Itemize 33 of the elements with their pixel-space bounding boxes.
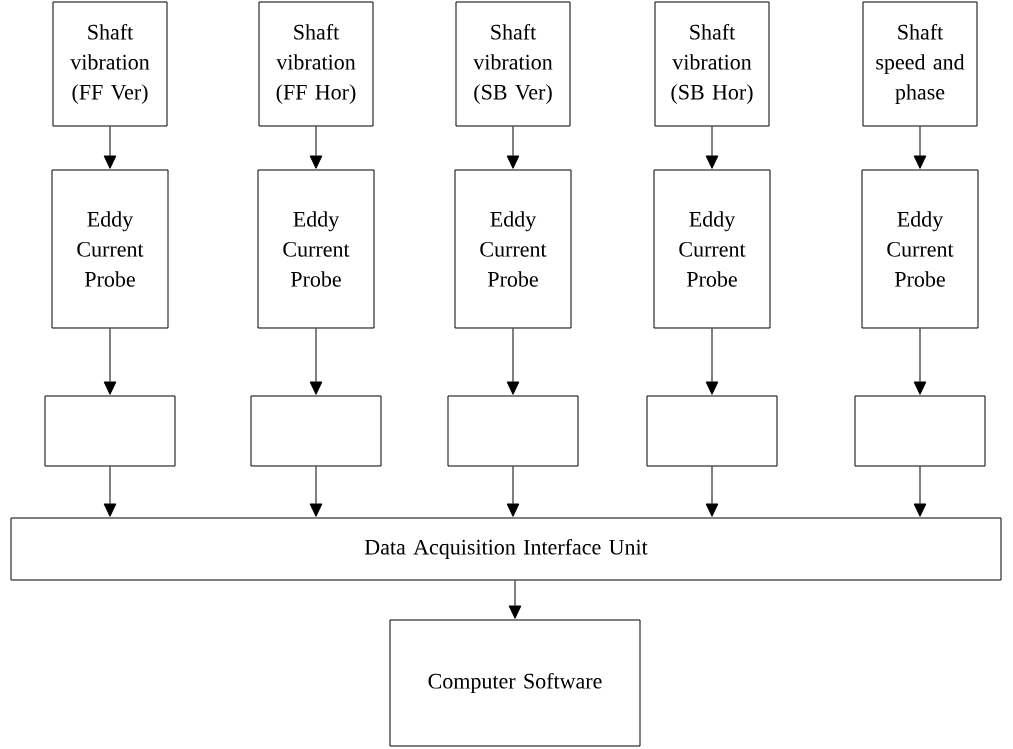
arrow xyxy=(103,466,117,517)
software-box: Computer Software xyxy=(389,619,641,747)
proximitor-box xyxy=(854,395,986,467)
arrow xyxy=(506,328,520,395)
arrow xyxy=(103,126,117,169)
arrow xyxy=(508,580,522,619)
arrow xyxy=(705,328,719,395)
arrow xyxy=(309,328,323,395)
proximitor-box xyxy=(646,395,778,467)
source-box: Shaft vibration (FF Hor) xyxy=(258,1,374,127)
probe-box: Eddy Current Probe xyxy=(257,169,375,329)
arrow xyxy=(913,328,927,395)
arrow xyxy=(705,466,719,517)
interface-box: Data Acquisition Interface Unit xyxy=(10,517,1002,581)
probe-box: Eddy Current Probe xyxy=(653,169,771,329)
proximitor-box xyxy=(44,395,176,467)
arrow xyxy=(913,466,927,517)
proximitor-box xyxy=(250,395,382,467)
arrow xyxy=(913,126,927,169)
arrow xyxy=(705,126,719,169)
probe-box: Eddy Current Probe xyxy=(51,169,169,329)
source-box: Shaft vibration (SB Ver) xyxy=(455,1,571,127)
arrow xyxy=(506,466,520,517)
arrow xyxy=(309,126,323,169)
arrow xyxy=(309,466,323,517)
arrow xyxy=(103,328,117,395)
probe-box: Eddy Current Probe xyxy=(861,169,979,329)
probe-box: Eddy Current Probe xyxy=(454,169,572,329)
source-box: Shaft vibration (FF Ver) xyxy=(52,1,168,127)
proximitor-box xyxy=(447,395,579,467)
arrow xyxy=(506,126,520,169)
source-box: Shaft vibration (SB Hor) xyxy=(654,1,770,127)
source-box: Shaft speed and phase xyxy=(862,1,978,127)
